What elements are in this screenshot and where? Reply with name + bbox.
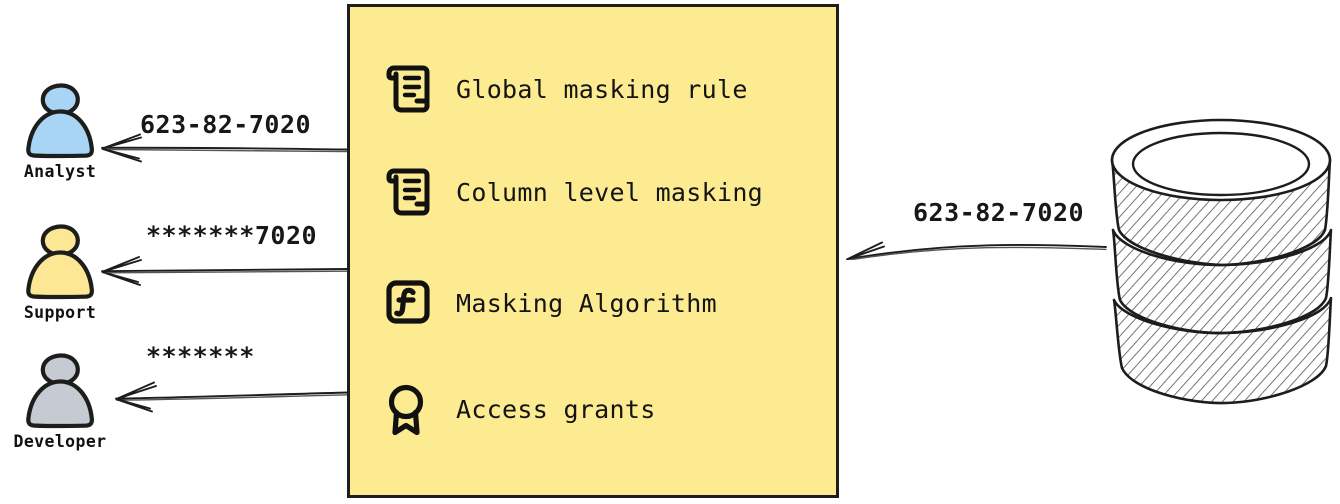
policy-item-column-level-masking[interactable]: Column level masking xyxy=(381,165,763,219)
arrow-panel-to-analyst: 623-82-7020 xyxy=(96,110,348,170)
policy-item-global-masking-rule[interactable]: Global masking rule xyxy=(381,62,748,116)
panel-edge-right xyxy=(836,4,839,498)
arrow-panel-to-support: *******7020 xyxy=(96,221,348,293)
arrow-label-support: *******7020 xyxy=(146,221,318,250)
policy-item-masking-algorithm[interactable]: Masking Algorithm xyxy=(381,276,717,330)
arrow-shaft-database xyxy=(846,241,1107,261)
actor-support: Support xyxy=(4,219,116,322)
arrow-label-database: 623-82-7020 xyxy=(913,198,1085,227)
award-icon xyxy=(388,384,424,436)
arrow-label-analyst: 623-82-7020 xyxy=(140,110,312,139)
policy-item-label: Masking Algorithm xyxy=(456,288,717,318)
database-cylinder xyxy=(1104,114,1340,410)
arrow-panel-to-developer: ******* xyxy=(110,342,350,418)
arrow-database-to-panel: 623-82-7020 xyxy=(840,190,1108,261)
policy-item-label: Column level masking xyxy=(456,177,764,207)
arrow-shaft-analyst xyxy=(101,133,348,163)
actor-developer: Developer xyxy=(4,348,116,451)
person-icon-developer xyxy=(26,353,94,429)
actor-label-support: Support xyxy=(23,303,97,322)
policy-item-label: Global masking rule xyxy=(456,74,748,104)
actor-label-analyst: Analyst xyxy=(23,162,97,181)
actor-analyst: Analyst xyxy=(4,78,116,181)
panel-edge-left xyxy=(347,4,350,498)
panel-edge-top xyxy=(347,4,839,7)
function-icon xyxy=(386,280,430,324)
actor-label-developer: Developer xyxy=(13,432,107,451)
scroll-icon xyxy=(386,168,430,216)
person-icon-support xyxy=(26,224,94,300)
arrow-label-developer: ******* xyxy=(146,342,255,371)
panel-edge-bottom xyxy=(347,495,839,498)
person-icon-analyst xyxy=(26,83,94,159)
scroll-icon xyxy=(386,65,430,113)
policy-item-label: Access grants xyxy=(456,394,656,424)
masking-policy-panel: Global masking rule Column level masking xyxy=(347,4,839,498)
database-cylinder-icon xyxy=(1110,118,1333,405)
policy-item-access-grants[interactable]: Access grants xyxy=(381,382,656,436)
masking-policy-list: Global masking rule Column level masking xyxy=(347,4,839,498)
arrow-shaft-developer xyxy=(115,381,350,413)
arrow-shaft-support xyxy=(101,256,348,286)
